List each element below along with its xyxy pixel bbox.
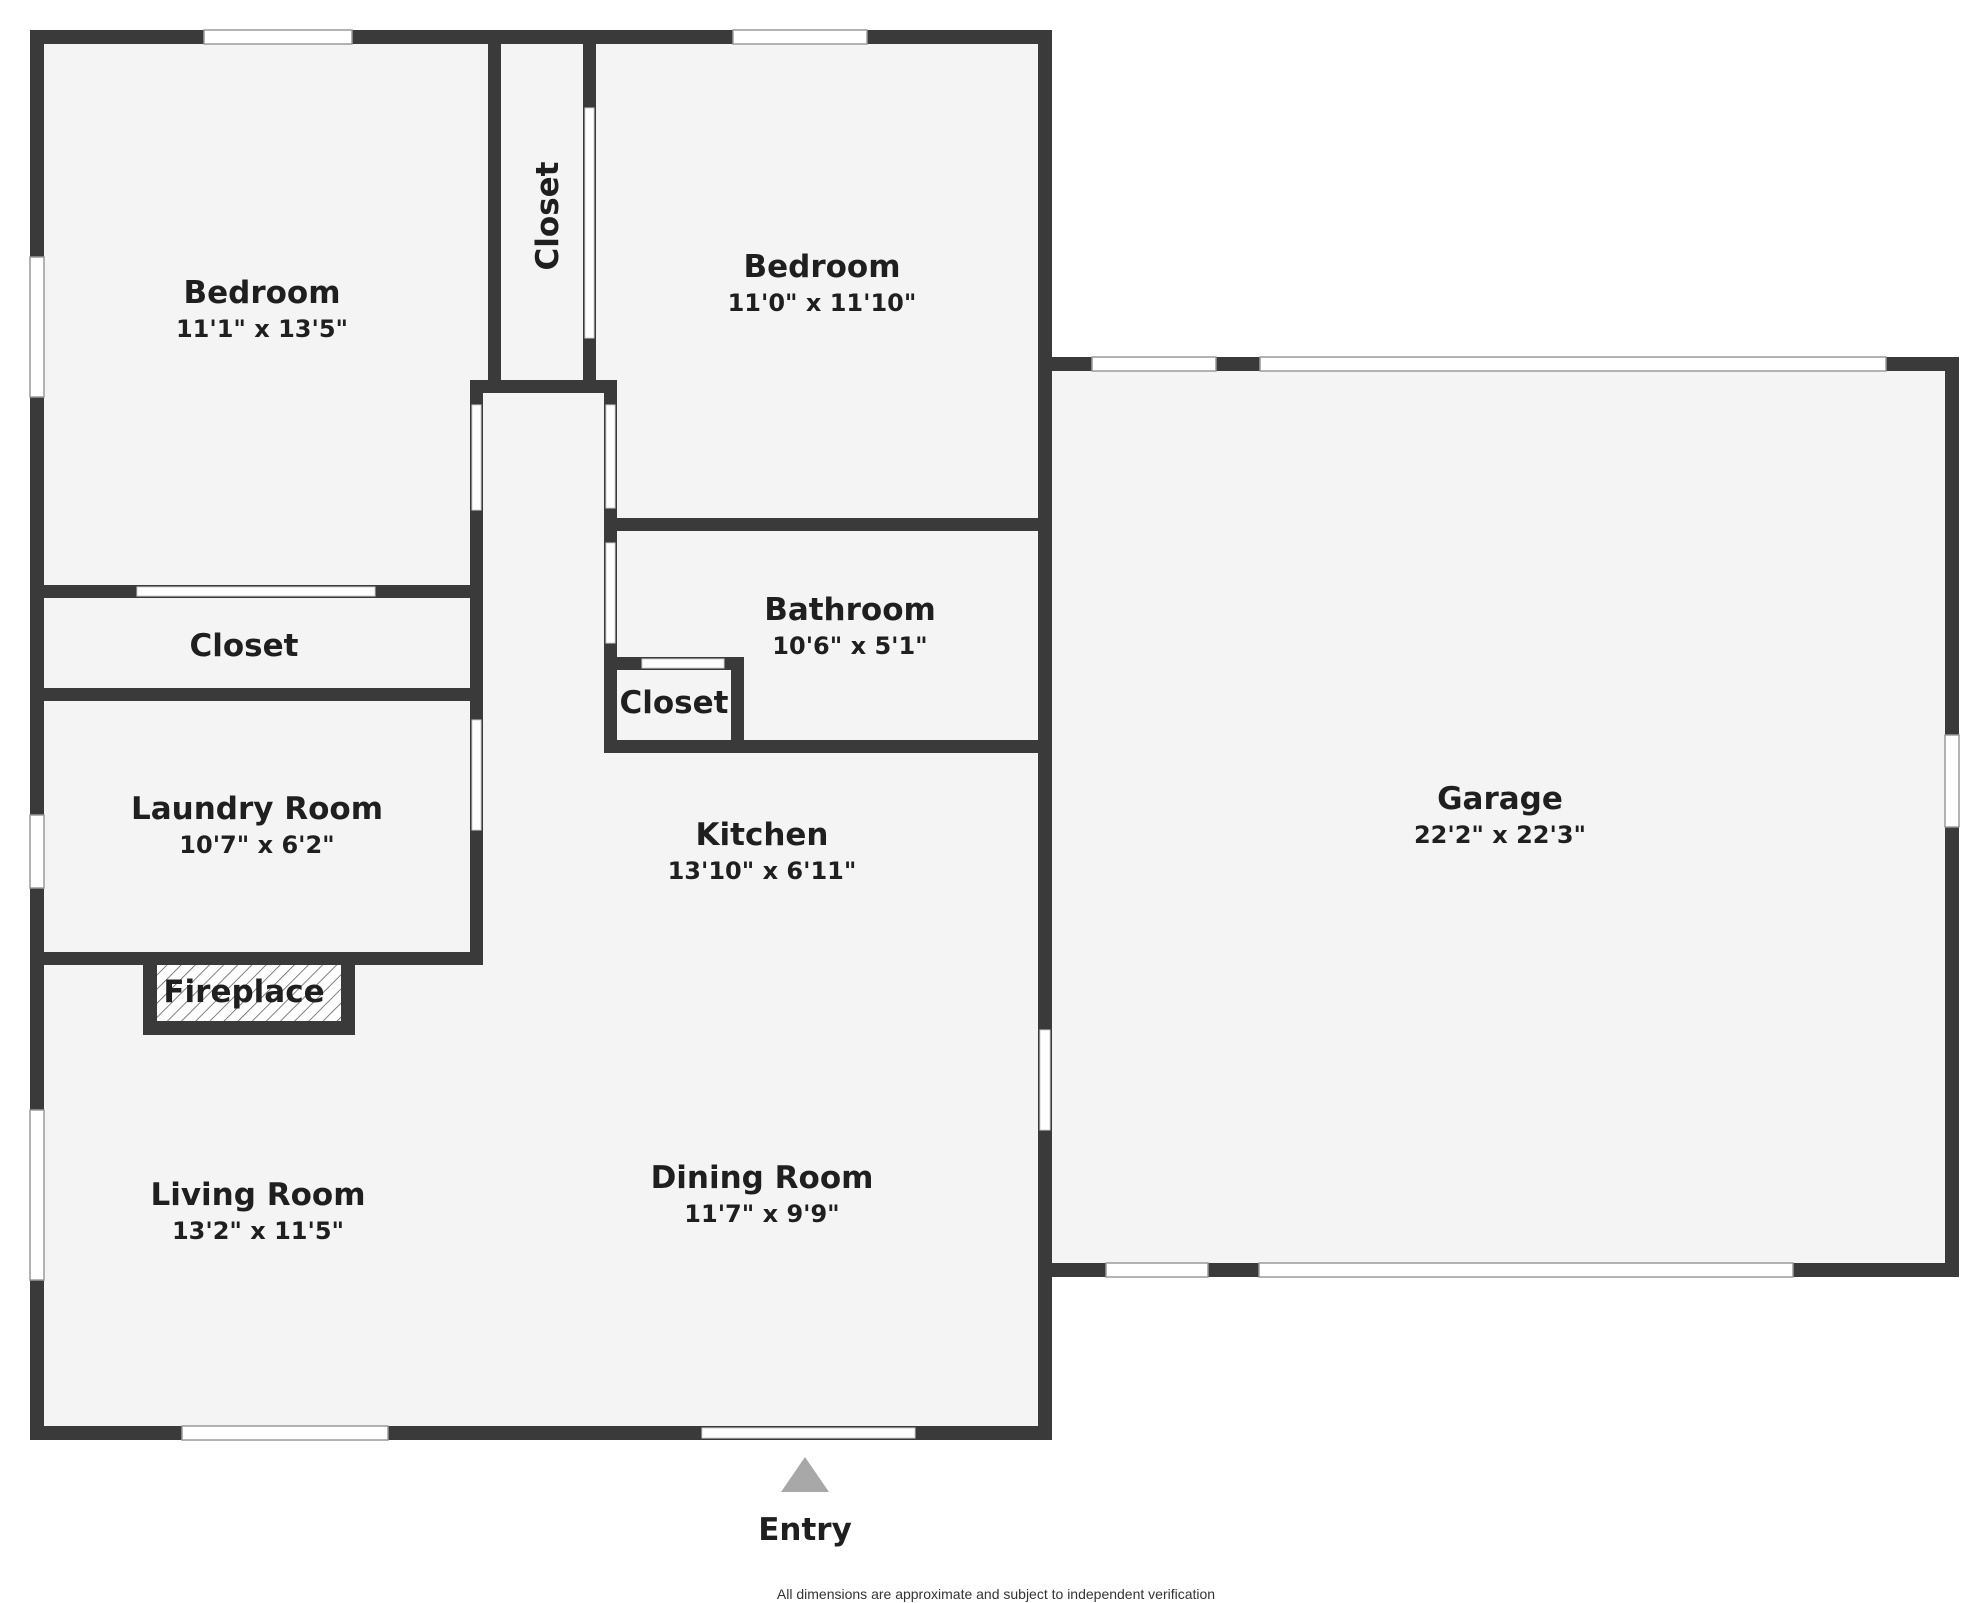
room-name-bedroom-2: Bedroom: [743, 249, 900, 285]
door-openings: [136, 107, 1051, 1439]
room-name-closet-small: Closet: [620, 685, 729, 721]
room-name-bedroom-1: Bedroom: [183, 275, 340, 311]
room-dims-bedroom-1: 11'1" x 13'5": [176, 315, 348, 343]
room-dims-garage: 22'2" x 22'3": [1414, 821, 1586, 849]
room-name-closet-vertical: Closet: [530, 161, 566, 270]
room-name-dining: Dining Room: [651, 1160, 874, 1196]
entry-label: Entry: [758, 1512, 852, 1548]
room-dims-living: 13'2" x 11'5": [172, 1217, 344, 1245]
room-name-closet-left: Closet: [190, 628, 299, 664]
windows: [29, 29, 1960, 1441]
room-dims-dining: 11'7" x 9'9": [684, 1200, 839, 1228]
room-dims-bedroom-2: 11'0" x 11'10": [728, 289, 917, 317]
room-name-bathroom: Bathroom: [764, 592, 936, 628]
room-dims-laundry: 10'7" x 6'2": [179, 831, 334, 859]
fireplace: [143, 952, 355, 1035]
room-name-living: Living Room: [150, 1177, 365, 1213]
floors: [30, 0, 1983, 1435]
room-name-laundry: Laundry Room: [131, 791, 383, 827]
room-dims-kitchen: 13'10" x 6'11": [668, 857, 857, 885]
entry-arrow-icon: [781, 1457, 829, 1492]
room-name-garage: Garage: [1437, 781, 1563, 817]
room-name-fireplace: Fireplace: [163, 974, 324, 1010]
room-name-kitchen: Kitchen: [695, 817, 828, 853]
disclaimer: All dimensions are approximate and subje…: [777, 1586, 1215, 1602]
room-dims-bathroom: 10'6" x 5'1": [772, 632, 927, 660]
